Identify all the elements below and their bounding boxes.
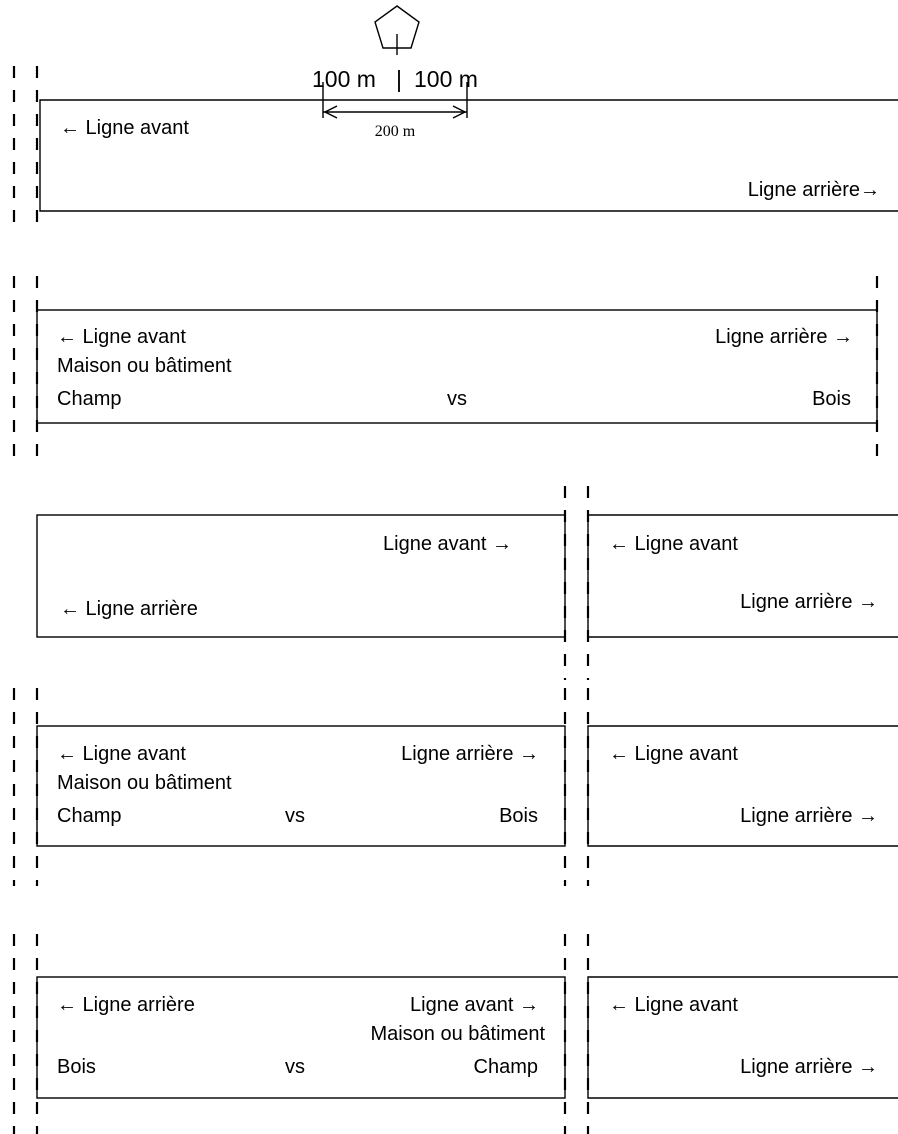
transect-box xyxy=(36,309,878,424)
rear-line-label: ← Ligne arrière xyxy=(57,994,195,1016)
transect-box-right xyxy=(587,976,898,1099)
versus-label: vs xyxy=(447,388,467,410)
rear-line-label: ← Ligne arrière xyxy=(60,598,198,620)
strip-4: ← Ligne avant Ligne arrière → Maison ou … xyxy=(12,688,898,886)
woods-label: Bois xyxy=(57,1056,96,1078)
pentagon-icon xyxy=(374,5,420,55)
front-line-label: ← Ligne avant xyxy=(57,326,186,348)
rear-line-label: Ligne arrière → xyxy=(401,743,539,765)
transect-box-left xyxy=(36,514,566,638)
strip-1: ← Ligne avant Ligne arrière→ xyxy=(12,66,898,234)
strip-5: ← Ligne arrière Ligne avant → Maison ou … xyxy=(12,934,898,1134)
arrowhead-left-icon xyxy=(323,105,338,119)
front-line-label: Ligne avant → xyxy=(410,994,539,1016)
front-line-label: ← Ligne avant xyxy=(60,117,189,139)
versus-label: vs xyxy=(285,805,305,827)
transect-box-right xyxy=(587,514,898,638)
front-line-label: ← Ligne avant xyxy=(57,743,186,765)
versus-label: vs xyxy=(285,1056,305,1078)
strip-2: ← Ligne avant Ligne arrière → Maison ou … xyxy=(12,276,879,468)
distance-annotation: 100 m | 100 m 200 m xyxy=(312,66,478,140)
rear-line-label: Ligne arrière → xyxy=(740,805,878,827)
field-label: Champ xyxy=(57,805,121,827)
front-line-label: Ligne avant → xyxy=(383,533,512,555)
front-line-label: ← Ligne avant xyxy=(609,743,738,765)
transect-box-left xyxy=(36,725,566,847)
rear-line-label: Ligne arrière → xyxy=(740,1056,878,1078)
arrowhead-right-icon xyxy=(452,105,467,119)
strip-3: Ligne avant → ← Ligne arrière ← Ligne av… xyxy=(36,486,898,680)
building-label: Maison ou bâtiment xyxy=(57,772,232,794)
distance-separator: | xyxy=(396,66,402,92)
distance-right-label: 100 m xyxy=(414,66,478,92)
woods-label: Bois xyxy=(812,388,851,410)
front-line-label: ← Ligne avant xyxy=(609,994,738,1016)
transect-box-left xyxy=(36,976,566,1099)
field-label: Champ xyxy=(57,388,121,410)
transect-box-right xyxy=(587,725,898,847)
rear-line-label: Ligne arrière → xyxy=(740,591,878,613)
front-line-label: ← Ligne avant xyxy=(609,533,738,555)
distance-left-label: 100 m xyxy=(312,66,376,92)
field-label: Champ xyxy=(474,1056,538,1078)
woods-label: Bois xyxy=(499,805,538,827)
span-label: 200 m xyxy=(375,123,416,140)
building-label: Maison ou bâtiment xyxy=(370,1023,545,1045)
transect-box xyxy=(39,99,898,212)
rear-line-label: Ligne arrière → xyxy=(715,326,853,348)
rear-line-label: Ligne arrière→ xyxy=(748,179,880,201)
building-label: Maison ou bâtiment xyxy=(57,355,232,377)
